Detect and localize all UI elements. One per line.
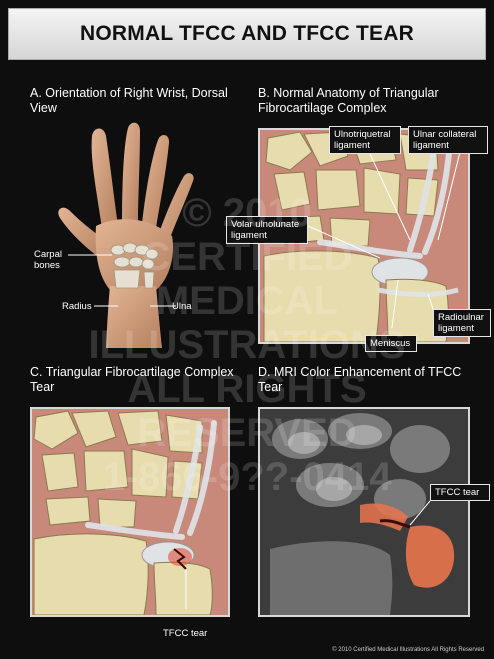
tfcc-tear-drawing — [32, 409, 228, 615]
copyright-notice: © 2010 Certified Medical Illustrations A… — [332, 647, 484, 653]
label-meniscus: Meniscus — [365, 335, 417, 352]
panel-d-mri — [258, 407, 470, 617]
panel-c-title: C. Triangular Fibrocartilage Complex Tea… — [30, 365, 234, 394]
label-tfcc-tear-c: TFCC tear — [163, 628, 208, 639]
label-radioulnar-ligament: Radioulnar ligament — [433, 309, 491, 337]
label-tfcc-tear-d: TFCC tear — [430, 484, 490, 501]
panel-b-title: B. Normal Anatomy of Triangular Fibrocar… — [258, 86, 439, 115]
panel-c-tfcc-tear — [30, 407, 230, 617]
label-volar-ulnolunate-ligament: Volar ulnolunate ligament — [226, 216, 308, 244]
hand-drawing — [58, 122, 194, 348]
panel-a-hand-illustration — [30, 118, 235, 348]
page-title: NORMAL TFCC AND TFCC TEAR — [80, 22, 414, 45]
title-bar: NORMAL TFCC AND TFCC TEAR — [8, 8, 486, 60]
label-radius: Radius — [62, 301, 92, 312]
label-ulnar-collateral-ligament: Ulnar collateral ligament — [408, 126, 488, 154]
label-carpal-bones: Carpal bones — [34, 249, 62, 271]
panel-d-title: D. MRI Color Enhancement of TFCC Tear — [258, 365, 462, 394]
panel-a-title: A. Orientation of Right Wrist, Dorsal Vi… — [30, 86, 228, 115]
mri-image — [260, 409, 468, 615]
label-ulna: Ulna — [172, 301, 192, 312]
label-ulnotriquetral-ligament: Ulnotriquetral ligament — [329, 126, 401, 154]
